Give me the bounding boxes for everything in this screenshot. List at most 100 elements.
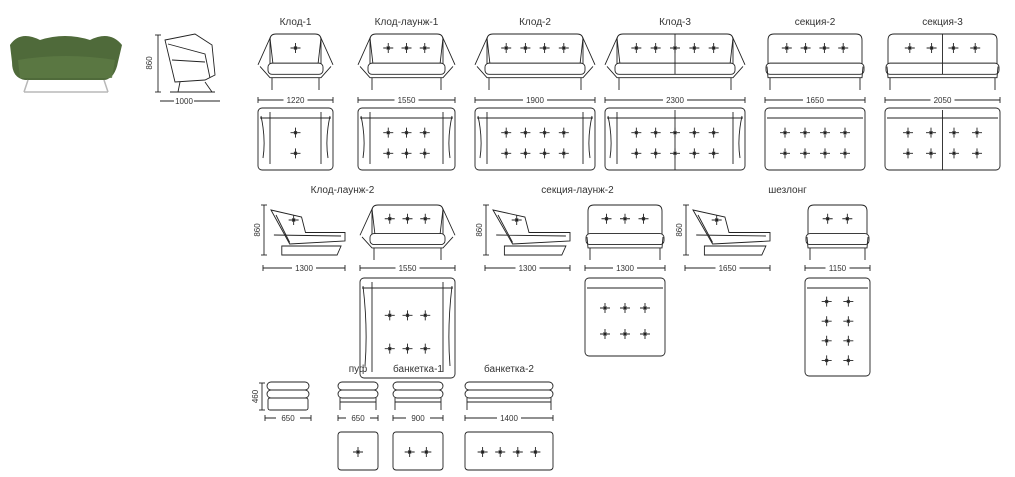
module-name: шезлонг	[768, 185, 807, 196]
tuft-icon	[631, 148, 642, 159]
module-1: Клод-лаунж-1 1550	[357, 17, 456, 171]
tuft-icon	[840, 148, 850, 159]
tuft-icon	[843, 316, 854, 327]
tuft-icon	[501, 148, 512, 159]
tuft-icon	[419, 43, 430, 53]
tuft-icon	[520, 127, 531, 138]
tuft-icon	[631, 127, 642, 138]
tuft-icon	[903, 127, 913, 138]
tuft-icon	[419, 148, 430, 159]
tuft-icon	[842, 213, 853, 224]
width-dimension: 900	[411, 414, 425, 423]
height-dimension: 860	[253, 223, 262, 237]
tuft-icon	[670, 43, 680, 53]
tuft-icon	[781, 43, 792, 53]
module-name: банкетка-1	[393, 363, 443, 375]
tuft-icon	[501, 127, 512, 138]
width-dimension: 1220	[287, 96, 305, 105]
tuft-icon	[601, 213, 612, 224]
tuft-icon	[972, 148, 982, 159]
module-name: секция-лаунж-2	[541, 185, 614, 196]
module-name: Клод-1	[280, 17, 312, 28]
tuft-icon	[970, 43, 981, 53]
tuft-icon	[638, 213, 649, 224]
tuft-icon	[353, 447, 363, 457]
tuft-icon	[501, 43, 512, 53]
tuft-icon	[384, 343, 395, 354]
width-dimension: 1550	[398, 96, 416, 105]
width-dimension: 2300	[666, 96, 684, 105]
tuft-icon	[821, 355, 832, 366]
width-dimension: 1650	[719, 264, 737, 273]
tuft-icon	[650, 148, 661, 159]
tuft-icon	[838, 43, 849, 53]
module-name: Клод-3	[659, 17, 691, 28]
tuft-icon	[512, 447, 523, 457]
width-dimension: 1550	[399, 264, 417, 273]
tuft-icon	[780, 127, 790, 138]
tuft-icon	[600, 303, 610, 313]
tuft-icon	[402, 343, 413, 354]
tuft-icon	[419, 127, 430, 138]
overview-height-dim: 860	[145, 56, 154, 70]
tuft-icon	[948, 43, 959, 53]
tuft-icon	[689, 148, 700, 159]
module-10: банкетка-1 900	[392, 363, 444, 471]
width-dimension: 1650	[806, 96, 824, 105]
tuft-icon	[288, 215, 299, 225]
tuft-icon	[600, 329, 610, 339]
width-dimension: 2050	[934, 96, 952, 105]
tuft-icon	[820, 148, 830, 159]
tuft-icon	[800, 43, 811, 53]
tuft-icon	[843, 296, 854, 307]
tuft-icon	[821, 316, 832, 327]
tuft-icon	[401, 127, 412, 138]
tuft-icon	[820, 127, 830, 138]
tuft-icon	[821, 335, 832, 346]
overview-side-view: 860 1000	[145, 33, 220, 106]
tuft-icon	[819, 43, 830, 53]
tuft-icon	[650, 43, 661, 53]
tuft-icon	[640, 329, 650, 339]
module-name: секция-2	[795, 17, 836, 28]
tuft-icon	[903, 148, 913, 159]
tuft-icon	[800, 127, 810, 138]
tuft-icon	[949, 127, 959, 138]
tuft-icon	[670, 148, 680, 159]
tuft-icon	[843, 335, 854, 346]
tuft-icon	[495, 447, 506, 457]
sofa-photo	[10, 36, 122, 93]
tuft-icon	[520, 43, 531, 53]
tuft-icon	[640, 303, 650, 313]
tuft-icon	[420, 343, 431, 354]
tuft-icon	[689, 43, 700, 53]
width-dimension: 1150	[829, 264, 847, 273]
tuft-icon	[290, 43, 301, 53]
tuft-icon	[477, 447, 488, 457]
tuft-icon	[384, 310, 395, 321]
tuft-icon	[821, 296, 832, 307]
tuft-icon	[800, 148, 810, 159]
tuft-icon	[402, 310, 413, 321]
module-name: банкетка-2	[484, 363, 534, 375]
tuft-icon	[421, 447, 432, 457]
tuft-icon	[780, 148, 790, 159]
tuft-icon	[904, 43, 915, 53]
tuft-icon	[402, 213, 413, 224]
tuft-icon	[290, 127, 301, 138]
tuft-icon	[972, 127, 982, 138]
tuft-icon	[383, 148, 394, 159]
module-name: Клод-лаунж-2	[311, 185, 375, 196]
width-dimension: 650	[281, 414, 295, 423]
tuft-icon	[420, 310, 431, 321]
tuft-icon	[708, 43, 719, 53]
module-name: Клод-лаунж-1	[375, 17, 439, 28]
tuft-icon	[822, 213, 833, 224]
